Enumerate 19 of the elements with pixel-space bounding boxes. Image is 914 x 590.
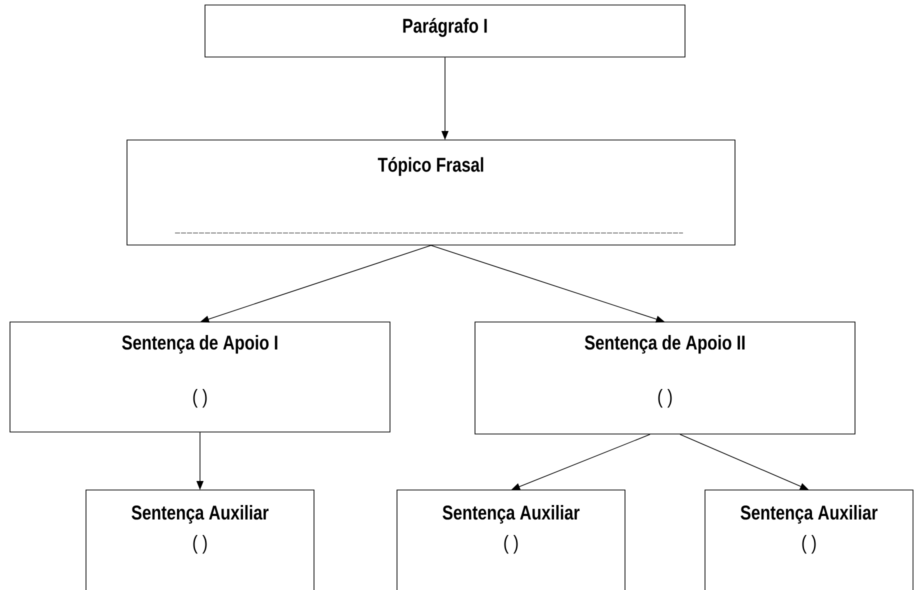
auxiliary-box bbox=[704, 490, 914, 590]
topic-box bbox=[126, 140, 736, 246]
blank-parentheses: ( ) bbox=[193, 389, 207, 408]
auxiliary-box bbox=[396, 490, 626, 590]
blank-parentheses: ( ) bbox=[504, 535, 518, 554]
heading: Sentença Auxiliar bbox=[740, 505, 878, 524]
blank-parentheses: ( ) bbox=[193, 535, 207, 554]
auxiliary-box bbox=[86, 490, 314, 590]
heading: Sentença Auxiliar bbox=[442, 505, 580, 524]
blank-parentheses: ( ) bbox=[658, 389, 672, 408]
title-box bbox=[204, 4, 686, 58]
heading: Sentença de Apoio II bbox=[584, 335, 745, 354]
heading: Tópico Frasal bbox=[378, 157, 484, 176]
blank-parentheses: ( ) bbox=[802, 535, 816, 554]
heading: Sentença de Apoio I bbox=[122, 335, 278, 354]
support-box bbox=[474, 322, 856, 434]
heading: Sentença Auxiliar bbox=[132, 505, 269, 524]
support-box bbox=[10, 322, 390, 432]
heading: Parágrafo I bbox=[403, 18, 487, 37]
